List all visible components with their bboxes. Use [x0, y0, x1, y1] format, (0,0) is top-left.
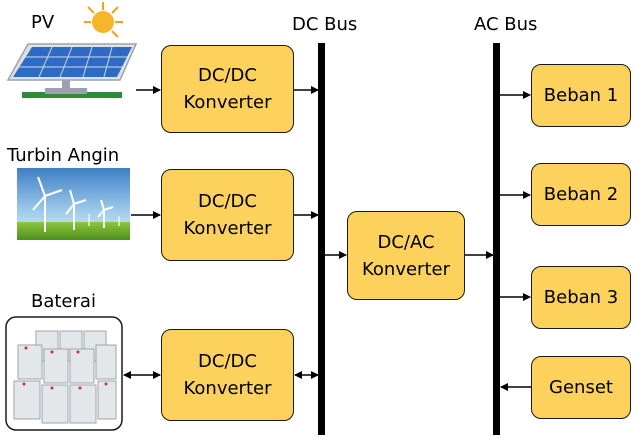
- load-box-beban-2: Beban 2: [531, 163, 631, 226]
- genset-label: Genset: [549, 377, 613, 398]
- converter-line2: Konverter: [183, 92, 272, 113]
- load-label: Beban 2: [543, 184, 619, 205]
- solar-panel-icon: [6, 43, 138, 98]
- converter-line1: DC/AC: [377, 231, 435, 253]
- load-label: Beban 3: [543, 287, 619, 308]
- load-label: Beban 1: [543, 85, 619, 106]
- dcdc-converter-pv: DC/DC Konverter: [161, 45, 294, 133]
- converter-line1: DC/DC: [198, 65, 257, 86]
- dcdc-converter-wind: DC/DC Konverter: [161, 169, 294, 261]
- dc-bus-label: DC Bus: [292, 14, 358, 35]
- wind-turbine-image: [17, 168, 130, 240]
- dcdc-converter-battery: DC/DC Konverter: [161, 329, 294, 421]
- battery-bank-image: [5, 316, 123, 431]
- pv-label: PV: [31, 12, 55, 33]
- genset-box: Genset: [531, 356, 631, 419]
- ac-bus-bar: [493, 43, 500, 435]
- converter-line1: DC/DC: [198, 191, 257, 212]
- sun-icon: [84, 2, 123, 38]
- dcac-converter: DC/AC Konverter: [347, 211, 465, 300]
- converter-line1: DC/DC: [198, 351, 257, 372]
- dc-bus-bar: [318, 43, 325, 435]
- turbine-label: Turbin Angin: [7, 145, 120, 166]
- converter-line2: Konverter: [183, 218, 272, 239]
- battery-label: Baterai: [31, 291, 96, 312]
- converter-line2: Konverter: [362, 258, 450, 280]
- converter-line2: Konverter: [183, 378, 272, 399]
- ac-bus-label: AC Bus: [474, 14, 538, 35]
- load-box-beban-3: Beban 3: [531, 266, 631, 329]
- load-box-beban-1: Beban 1: [531, 64, 631, 127]
